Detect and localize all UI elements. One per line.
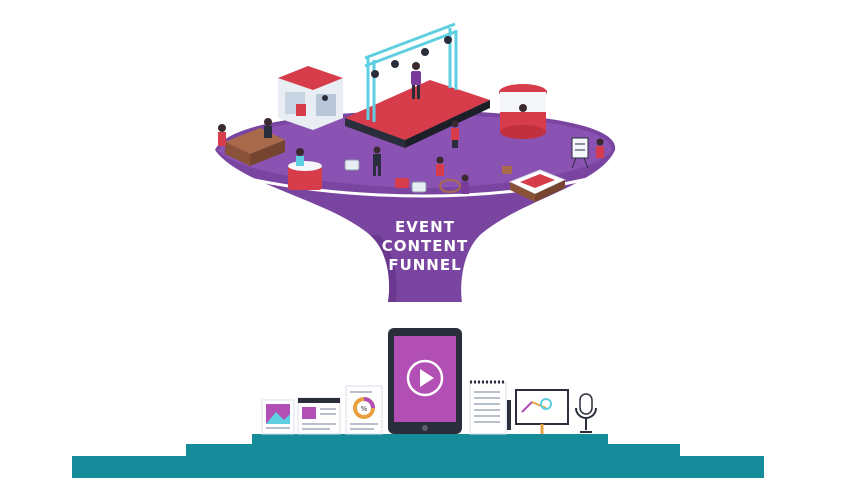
hotel-bed bbox=[502, 166, 567, 202]
reception-desk bbox=[218, 118, 285, 166]
video-tablet-icon bbox=[388, 328, 462, 434]
notes-icon bbox=[469, 380, 511, 435]
seating-area bbox=[344, 159, 461, 193]
stage-lights bbox=[371, 36, 452, 78]
funnel-title-line-2: CONTENT bbox=[381, 237, 469, 255]
report-chart-icon: % bbox=[345, 385, 383, 435]
info-kiosk bbox=[499, 84, 547, 139]
image-icon bbox=[261, 399, 295, 435]
exhibition-booth bbox=[278, 66, 343, 130]
info-desk bbox=[288, 148, 322, 190]
funnel-title-line-1: EVENT bbox=[395, 218, 455, 236]
podium bbox=[72, 434, 764, 478]
presentation-board-icon bbox=[515, 389, 569, 434]
web-page-icon bbox=[297, 397, 341, 435]
attendees bbox=[373, 120, 604, 194]
play-icon bbox=[420, 369, 434, 387]
microphone-icon bbox=[575, 393, 597, 433]
stage bbox=[345, 22, 490, 148]
easel-board bbox=[571, 137, 589, 169]
svg-text:%: % bbox=[361, 405, 368, 413]
pen-icon bbox=[507, 400, 511, 430]
funnel-title: EVENT CONTENT FUNNEL bbox=[350, 218, 500, 275]
speaker-figure bbox=[411, 62, 421, 99]
funnel-title-line-3: FUNNEL bbox=[388, 256, 462, 274]
